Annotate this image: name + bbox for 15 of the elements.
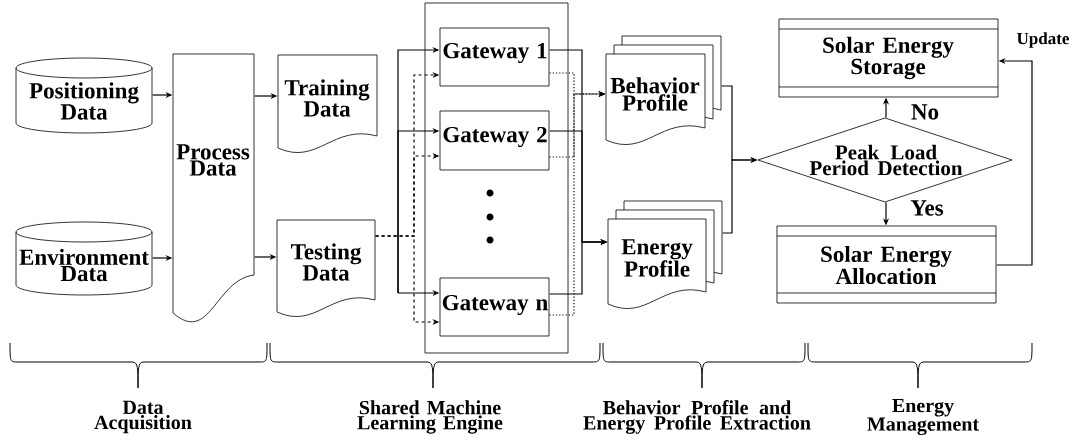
edge-label: Update <box>1015 31 1071 49</box>
container-box <box>424 2 569 354</box>
stage-label: Behavior Profile and Energy Profile Extraction <box>583 400 811 434</box>
stacked-documents: Energy Profile <box>607 200 723 309</box>
stage-label: Data Acquisition <box>94 400 192 434</box>
gateway-box: Gateway 2 <box>439 110 550 171</box>
storage-box: Solar Energy Storage <box>778 18 999 98</box>
database-cylinder: Environment Data <box>15 221 153 296</box>
stage-label: Energy Management <box>867 399 979 435</box>
stage-label: Shared Machine Learning Engine <box>357 400 503 434</box>
storage-box: Solar Energy Allocation <box>776 225 997 304</box>
stacked-documents: Behavior Profile <box>605 35 722 145</box>
gateway-box: Gateway 1 <box>439 27 550 87</box>
gateway-box: Gateway n <box>439 277 550 337</box>
database-cylinder: Positioning Data <box>15 57 153 134</box>
